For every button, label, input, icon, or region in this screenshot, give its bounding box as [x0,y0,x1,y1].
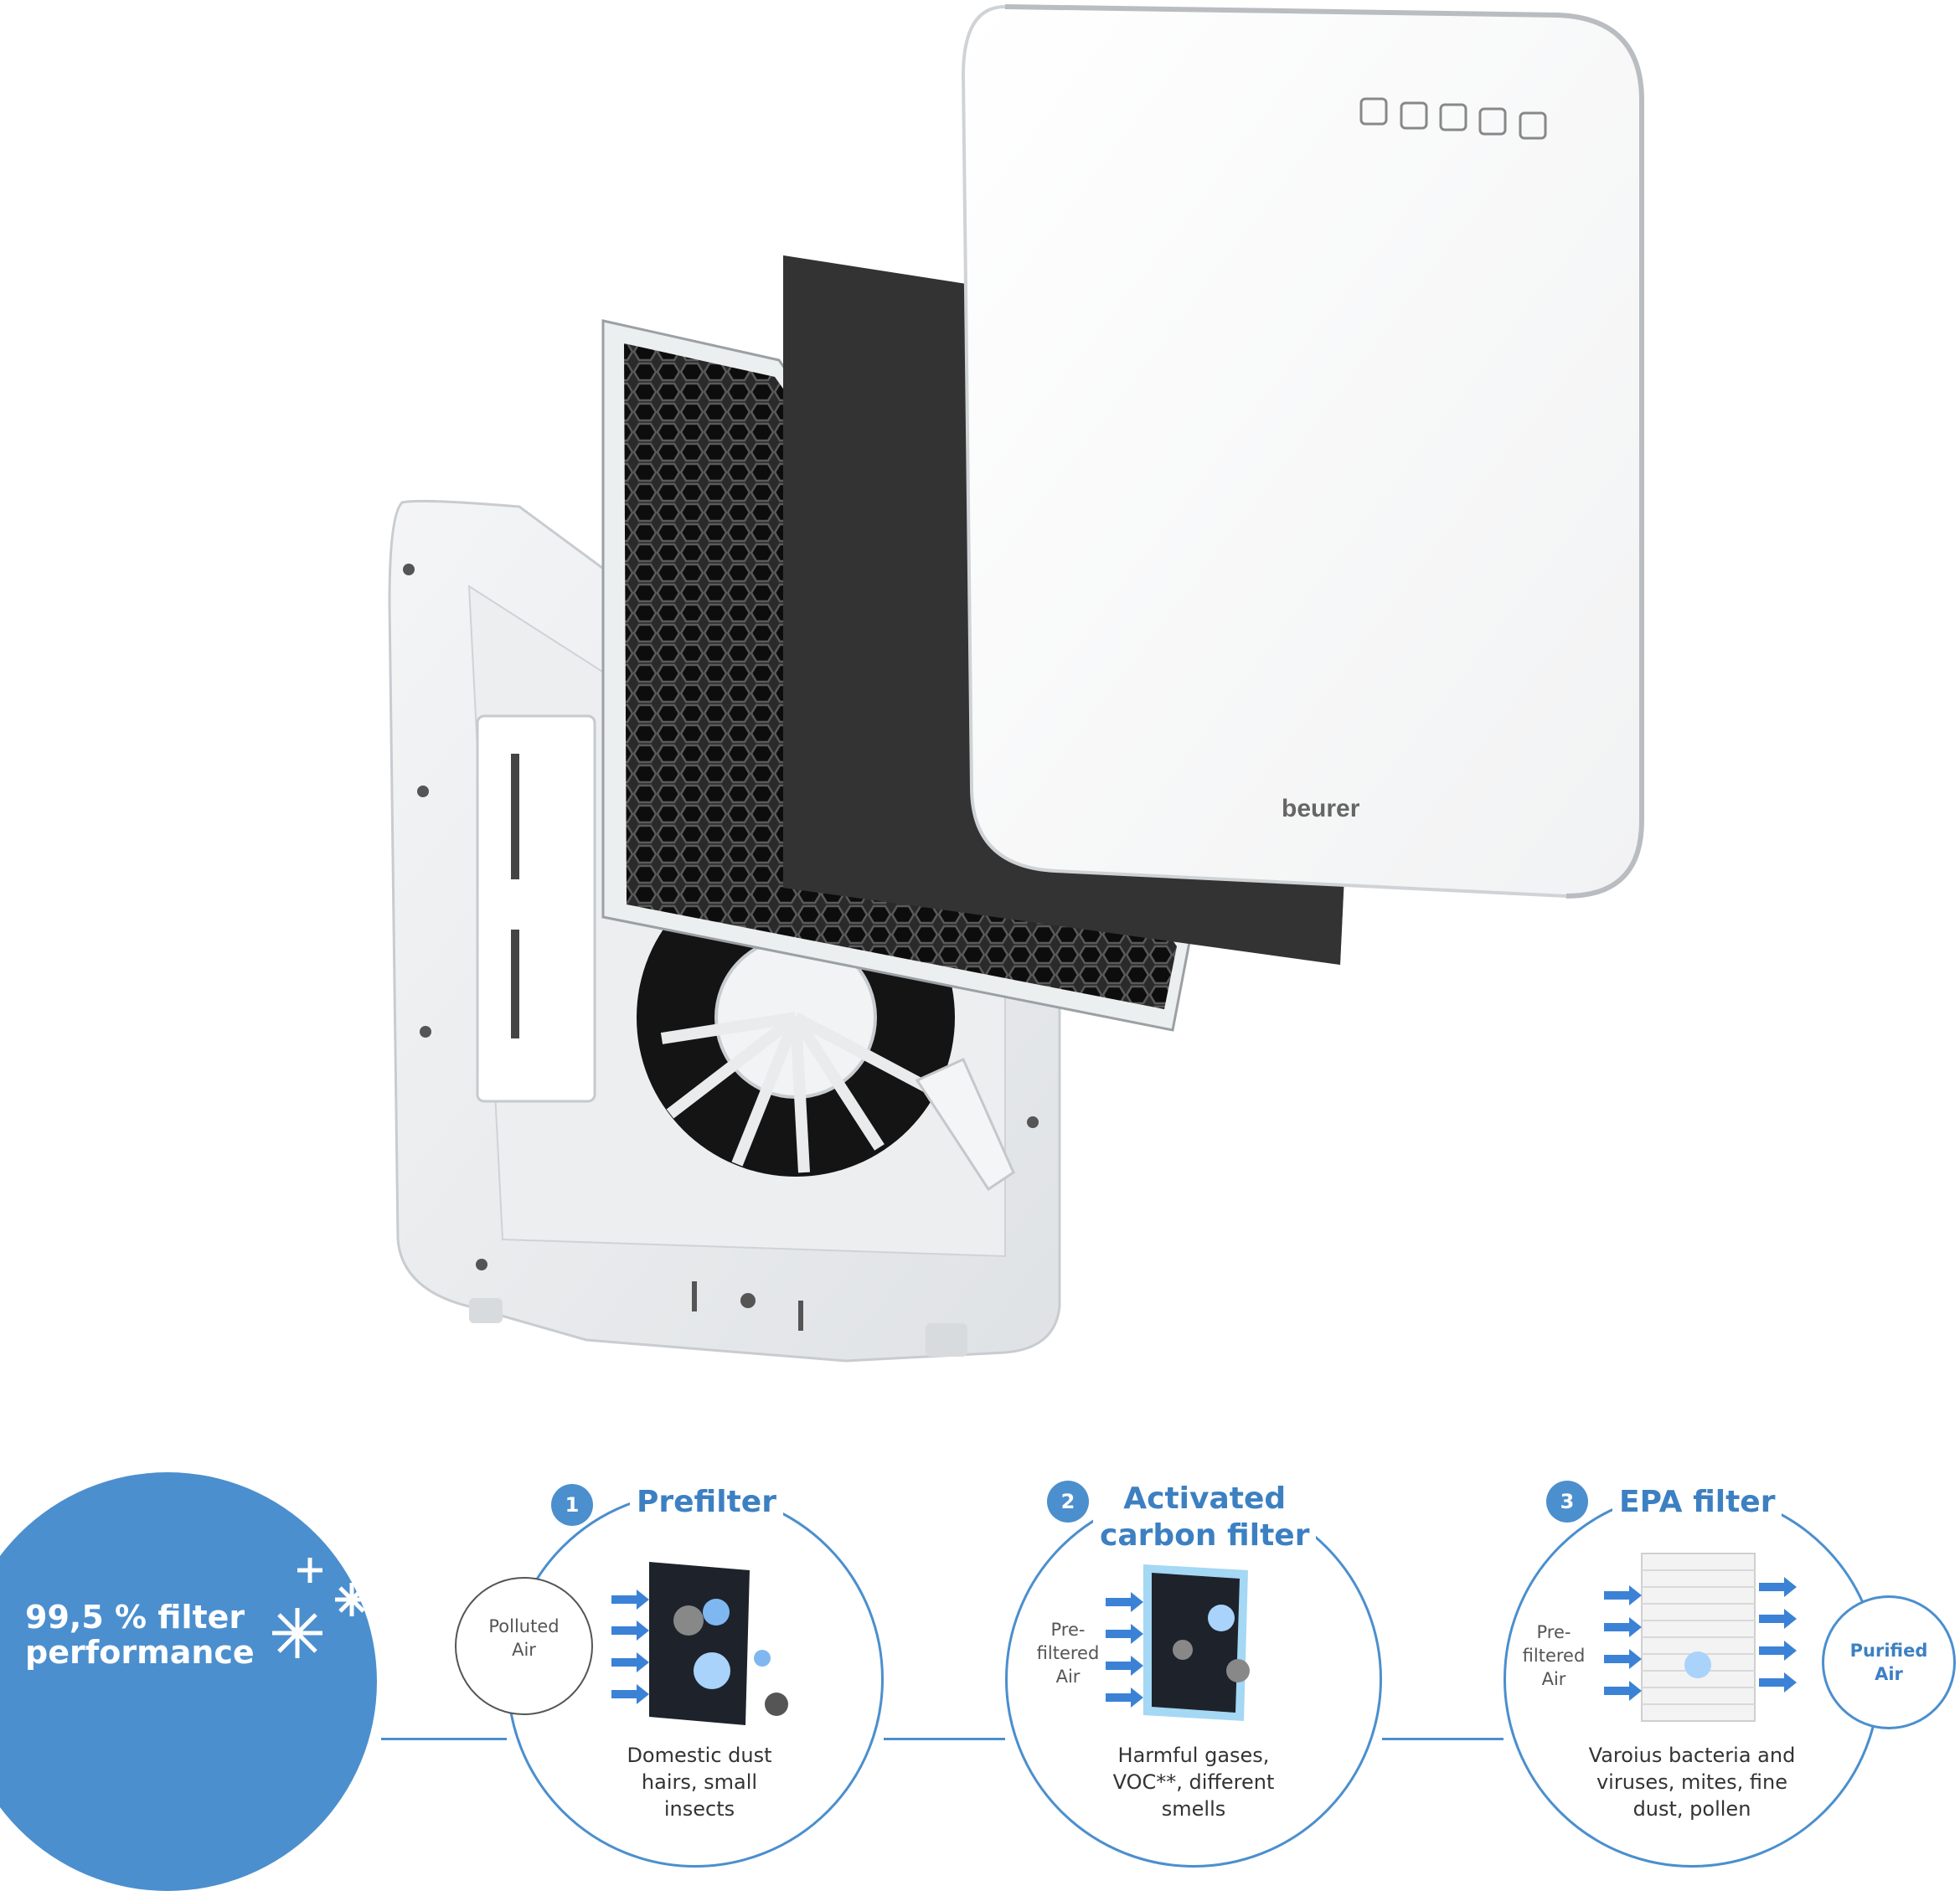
step-1-input-air: Polluted Air [488,1616,560,1660]
step-3-number: 3 [1546,1481,1588,1523]
filter-performance-text: 99,5 % filter performance [25,1600,255,1670]
carbon-filter-illustration [1106,1564,1250,1721]
connector-line [884,1738,1005,1740]
step-3-input-air: Pre- filtered Air [1522,1622,1586,1689]
prefilter-illustration [611,1562,788,1725]
step-2-description: Harmful gases, VOC**, different smells [1112,1744,1275,1821]
badge-line-2: performance [25,1634,255,1671]
step-2-input-air: Pre- filtered Air [1036,1620,1100,1687]
step-1-description: Domestic dust hairs, small insects [627,1744,772,1821]
step-3-description: Varoius bacteria and viruses, mites, fin… [1588,1744,1796,1821]
step-2-title: Activated carbon filter [1093,1481,1317,1554]
step-1-title: Prefilter [630,1484,783,1521]
filter-performance-badge [0,1472,377,1891]
air-purifier-exploded-view: beurer [388,4,1644,1363]
snowflake-particles-icon [272,1558,369,1658]
epa-filter-illustration [1604,1553,1797,1722]
purified-air-label: Purified Air [1849,1641,1928,1684]
step-1-number: 1 [551,1484,593,1526]
front-cover: beurer [961,4,1644,899]
brand-logo: beurer [1282,795,1360,822]
connector-line [1382,1738,1504,1740]
connector-line [381,1738,507,1740]
step-3-title: EPA filter [1612,1484,1782,1521]
polluted-air-ring [455,1577,593,1715]
purified-air-ring [1822,1595,1956,1729]
step-2-number: 2 [1047,1481,1089,1523]
badge-line-1: 99,5 % filter [25,1599,245,1636]
